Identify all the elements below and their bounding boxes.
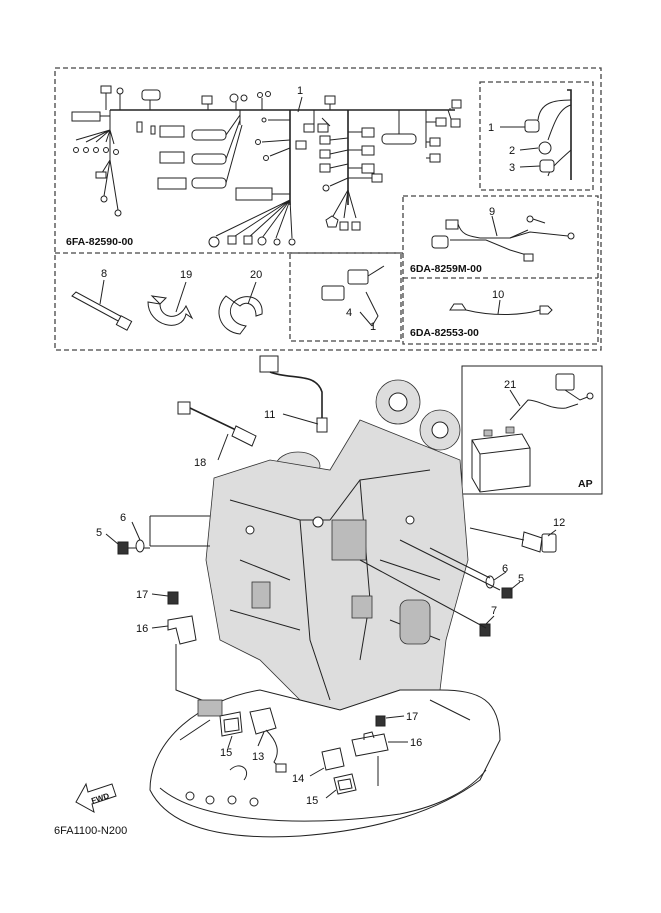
part-code-sub-harness-9: 6DA-8259M-00 bbox=[410, 263, 482, 275]
callout-11: 11 bbox=[264, 409, 275, 421]
callout-8: 8 bbox=[101, 268, 107, 280]
callout-1-connector: 1 bbox=[370, 321, 376, 333]
bolt-17-left bbox=[151, 591, 179, 605]
callout-9: 9 bbox=[489, 206, 495, 218]
callout-21: 21 bbox=[504, 379, 516, 391]
switch-13 bbox=[249, 707, 287, 773]
ap-inset bbox=[461, 365, 603, 495]
bolt-7 bbox=[479, 615, 495, 637]
washer-6-left bbox=[131, 521, 145, 553]
callout-4: 4 bbox=[346, 307, 352, 319]
callout-2: 2 bbox=[509, 145, 515, 157]
callout-15-left: 15 bbox=[220, 747, 232, 759]
fwd-arrow-icon: FWD bbox=[75, 782, 117, 813]
bolt-17-right bbox=[375, 715, 405, 727]
callout-5-right: 5 bbox=[518, 573, 524, 585]
connector-4 bbox=[321, 265, 385, 327]
cable-tie-8 bbox=[71, 279, 133, 331]
callout-14: 14 bbox=[292, 773, 304, 785]
grommet-15-right bbox=[325, 773, 357, 799]
callout-3: 3 bbox=[509, 162, 515, 174]
bolt-5-right bbox=[501, 581, 521, 599]
ap-label: AP bbox=[578, 478, 593, 490]
sub-harness-9 bbox=[431, 215, 575, 262]
guide-line-16-left bbox=[175, 644, 213, 705]
callout-6-right: 6 bbox=[502, 563, 508, 575]
callout-7: 7 bbox=[491, 605, 497, 617]
bracket-16-left bbox=[151, 615, 197, 645]
callout-20: 20 bbox=[250, 269, 262, 281]
engine-block bbox=[205, 379, 469, 711]
connector-detail-inset bbox=[500, 89, 572, 180]
part-code-main-harness: 6FA-82590-00 bbox=[66, 236, 133, 248]
bracket-16-right bbox=[351, 731, 408, 786]
part-code-lead-10: 6DA-82553-00 bbox=[410, 327, 479, 339]
lead-10 bbox=[449, 299, 553, 315]
callout-5-left: 5 bbox=[96, 527, 102, 539]
callout-18: 18 bbox=[194, 457, 206, 469]
callout-1-inset: 1 bbox=[488, 122, 494, 134]
sensor-11 bbox=[259, 355, 328, 433]
callout-19: 19 bbox=[180, 269, 192, 281]
callout-12: 12 bbox=[553, 517, 565, 529]
callout-15-right: 15 bbox=[306, 795, 318, 807]
main-wire-harness bbox=[71, 85, 462, 248]
callout-17-left: 17 bbox=[136, 589, 148, 601]
callout-17-right: 17 bbox=[406, 711, 418, 723]
grommet-14 bbox=[309, 747, 345, 777]
callout-13: 13 bbox=[252, 751, 264, 763]
clamp-19 bbox=[147, 281, 194, 326]
harness-kit-frame bbox=[54, 67, 602, 351]
guide-line-right bbox=[359, 539, 501, 629]
guide-line-left bbox=[149, 515, 210, 547]
sensor-12 bbox=[469, 527, 557, 553]
callout-1-main: 1 bbox=[297, 85, 303, 97]
callout-16-left: 16 bbox=[136, 623, 148, 635]
sensor-18 bbox=[177, 401, 257, 461]
clamp-20 bbox=[218, 281, 263, 335]
figure-code: 6FA1100-N200 bbox=[54, 825, 127, 837]
grommet-15-left bbox=[219, 711, 243, 749]
callout-10: 10 bbox=[492, 289, 504, 301]
callout-16-right: 16 bbox=[410, 737, 422, 749]
callout-6-left: 6 bbox=[120, 512, 126, 524]
washer-6-right bbox=[485, 571, 507, 589]
